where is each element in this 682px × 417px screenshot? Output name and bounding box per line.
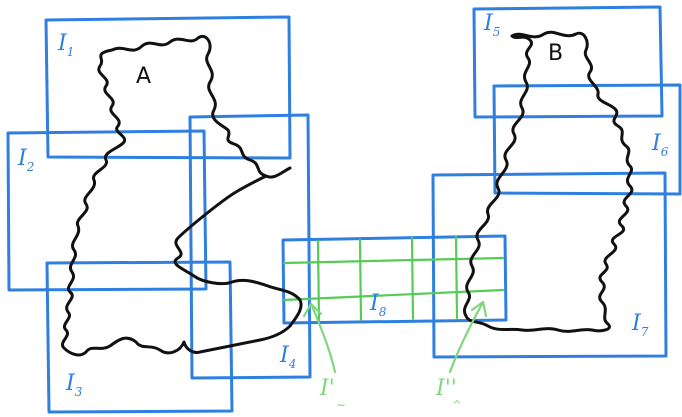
grid-line-v2: [358, 238, 363, 322]
grid-line-v4: [454, 235, 459, 320]
region-a-outline: [61, 35, 303, 357]
region-b-label: B: [548, 41, 563, 66]
region-a-label: A: [136, 64, 151, 89]
grid-line-h1: [282, 256, 505, 265]
tile-boxes: [6, 5, 682, 414]
box-i5-label: I5: [483, 11, 500, 39]
arrow-i-double-prime-head: [470, 300, 488, 318]
box-i7-label: I7: [631, 311, 649, 339]
box-i3-label: I3: [65, 371, 83, 399]
pointer-labels: I'∼ I''^: [319, 376, 462, 412]
arrow-i-double-prime: [448, 302, 484, 374]
box-i1-label: I1: [57, 31, 74, 59]
box-i2-label: I2: [17, 146, 34, 174]
box-i8: [281, 234, 508, 325]
box-i8-label: I8: [369, 291, 387, 319]
overlap-grid: [282, 235, 505, 323]
grid-line-v1: [316, 239, 321, 323]
box-i7: [431, 171, 668, 359]
box-i4-label: I4: [279, 343, 296, 371]
i-double-prime-label: I''^: [435, 376, 462, 412]
arrow-i-prime: [310, 304, 337, 374]
box-i1: [44, 15, 292, 160]
box-i6-label: I6: [651, 131, 669, 159]
box-i5: [472, 5, 664, 119]
box-i2: [6, 129, 208, 292]
box-labels: I1 I2 I3 I4 I5 I6 I7 I8: [17, 11, 669, 399]
box-i6: [492, 83, 682, 196]
region-b-outline: [463, 30, 634, 333]
box-i3: [45, 260, 234, 414]
region-a: [61, 35, 303, 357]
region-b: [463, 30, 634, 333]
pointer-arrows: [302, 300, 488, 374]
i-prime-label: I'∼: [319, 376, 346, 412]
box-i4: [188, 113, 312, 380]
arrow-i-prime-head: [302, 302, 323, 318]
grid-line-v3: [410, 236, 415, 321]
